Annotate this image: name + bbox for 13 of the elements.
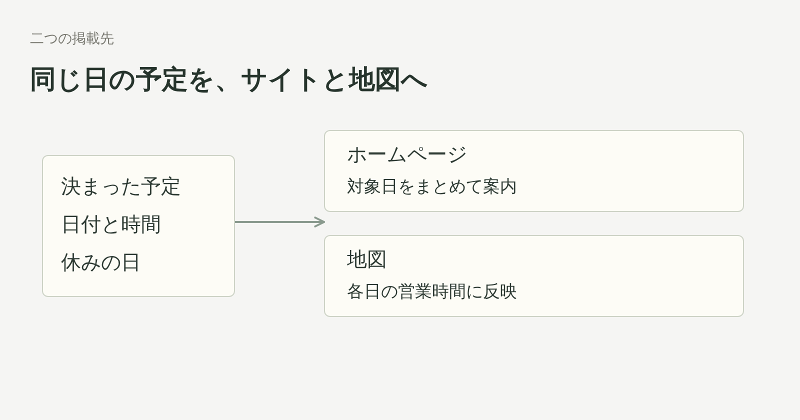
card-description: 各日の営業時間に反映 [347, 281, 517, 303]
content-card [324, 130, 744, 212]
list-item: 日付と時間 [61, 211, 161, 238]
list-item: 休みの日 [61, 249, 141, 276]
card-heading: 地図 [347, 246, 387, 273]
card-heading: ホームページ [347, 141, 467, 168]
arrow [235, 216, 325, 228]
content-card [42, 155, 235, 297]
list-item: 決まった予定 [61, 173, 181, 200]
subtitle: 二つの掲載先 [30, 30, 114, 48]
title: 同じ日の予定を、サイトと地図へ [30, 64, 428, 97]
content-card [324, 235, 744, 317]
card-description: 対象日をまとめて案内 [347, 176, 517, 198]
